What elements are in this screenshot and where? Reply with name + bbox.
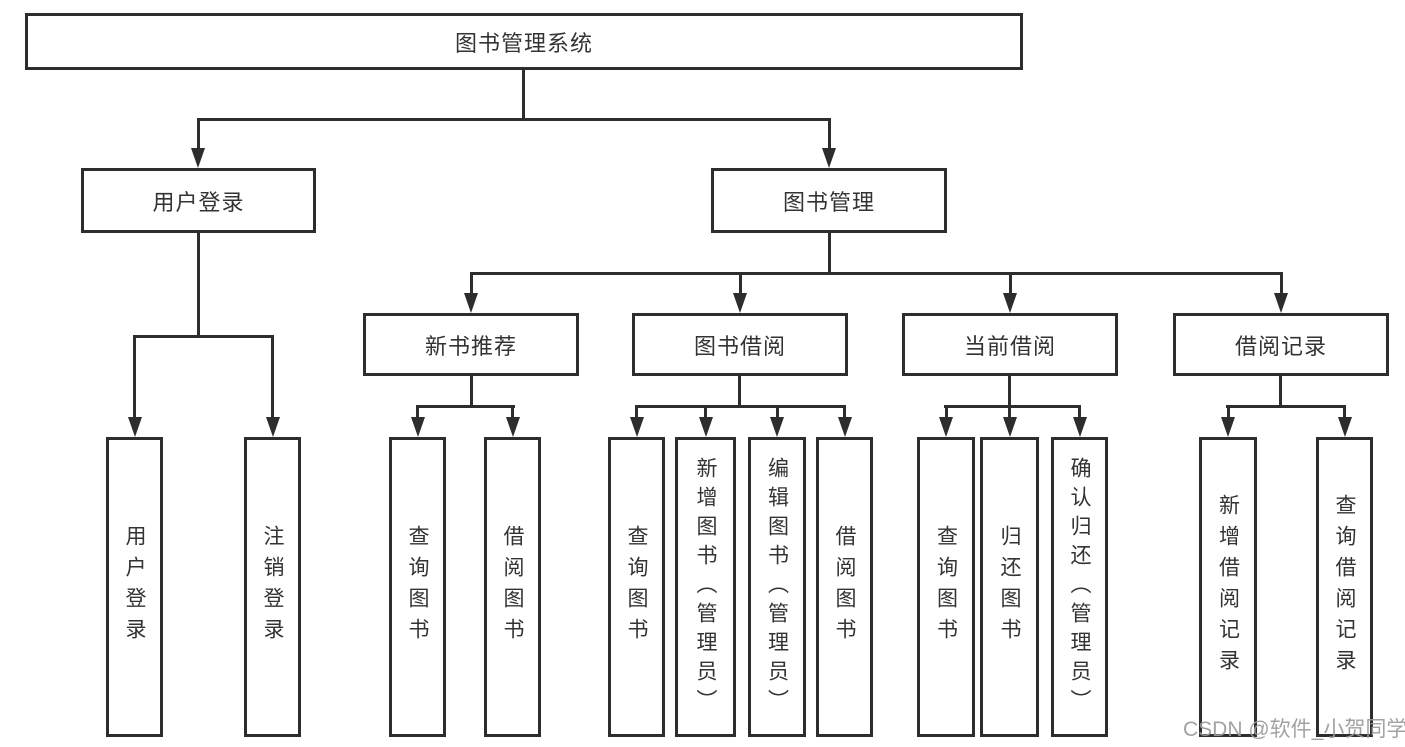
- arrowhead-cur-query: [939, 417, 953, 437]
- csdn-watermark: CSDN @软件_小贺同学: [1183, 718, 1405, 741]
- connector-mgmt-drop: [828, 232, 831, 274]
- arrowhead-leaf-logout: [266, 417, 280, 437]
- connector-stem-rec-query: [416, 405, 419, 419]
- connector-stem-bor-edit: [776, 405, 779, 419]
- connector-stem-borrow: [739, 272, 742, 296]
- connector-stem-current: [1009, 272, 1012, 296]
- connector-login-drop: [197, 232, 200, 337]
- connector-stem-bor-borrow: [843, 405, 846, 419]
- arrowhead-bor-add: [699, 417, 713, 437]
- leaf-current-confirm-return-admin: 确认归还（管理员）: [1051, 437, 1108, 737]
- arrowhead-rec-query: [411, 417, 425, 437]
- node-current-borrow: 当前借阅: [902, 313, 1118, 376]
- connector-level3-rail: [470, 272, 1283, 275]
- connector-stem-rec-borrow: [511, 405, 514, 419]
- connector-borrow-rail: [635, 405, 846, 408]
- arrowhead-cur-confirm: [1073, 417, 1087, 437]
- connector-root-drop: [522, 69, 525, 120]
- connector-stem-recd-add: [1227, 405, 1230, 419]
- connector-stem-records: [1280, 272, 1283, 296]
- connector-current-drop: [1008, 375, 1011, 407]
- node-borrow-records: 借阅记录: [1173, 313, 1389, 376]
- leaf-current-query-books: 查询图书: [917, 437, 975, 737]
- leaf-recommend-query-books: 查询图书: [389, 437, 446, 737]
- connector-stem-leaf-logout: [271, 335, 274, 419]
- arrowhead-cur-return: [1003, 417, 1017, 437]
- leaf-logout: 注销登录: [244, 437, 301, 737]
- connector-stem-user-login: [197, 118, 200, 152]
- connector-login-rail: [133, 335, 274, 338]
- connector-stem-cur-query: [945, 405, 948, 419]
- arrowhead-records: [1274, 293, 1288, 313]
- arrowhead-recd-query: [1338, 417, 1352, 437]
- connector-records-drop: [1279, 375, 1282, 407]
- connector-stem-bor-add: [704, 405, 707, 419]
- node-user-login: 用户登录: [81, 168, 316, 233]
- node-book-borrow: 图书借阅: [632, 313, 848, 376]
- leaf-borrow-borrow-books: 借阅图书: [816, 437, 873, 737]
- connector-stem-cur-confirm: [1078, 405, 1081, 419]
- arrowhead-recommend: [464, 293, 478, 313]
- arrowhead-bor-query: [630, 417, 644, 437]
- arrowhead-user-login: [191, 148, 205, 168]
- connector-current-rail: [944, 405, 1081, 408]
- leaf-user-login: 用户登录: [106, 437, 163, 737]
- arrowhead-book-mgmt: [822, 148, 836, 168]
- connector-stem-leaf-login: [133, 335, 136, 419]
- leaf-recommend-borrow-books: 借阅图书: [484, 437, 541, 737]
- node-root: 图书管理系统: [25, 13, 1023, 70]
- connector-borrow-drop: [738, 375, 741, 407]
- connector-stem-recd-query: [1343, 405, 1346, 419]
- leaf-records-add-record: 新增借阅记录: [1199, 437, 1257, 737]
- leaf-borrow-edit-books-admin: 编辑图书（管理员）: [748, 437, 806, 737]
- leaf-records-query-record: 查询借阅记录: [1316, 437, 1373, 737]
- connector-stem-cur-return: [1008, 405, 1011, 419]
- arrowhead-bor-edit: [770, 417, 784, 437]
- connector-stem-book-mgmt: [828, 118, 831, 152]
- leaf-borrow-add-books-admin: 新增图书（管理员）: [675, 437, 736, 737]
- arrowhead-rec-borrow: [506, 417, 520, 437]
- connector-level2-rail: [197, 118, 831, 121]
- arrowhead-borrow: [733, 293, 747, 313]
- node-book-mgmt: 图书管理: [711, 168, 947, 233]
- connector-stem-recommend: [470, 272, 473, 296]
- node-new-book-recommend: 新书推荐: [363, 313, 579, 376]
- leaf-current-return-books: 归还图书: [980, 437, 1039, 737]
- connector-recommend-drop: [470, 375, 473, 407]
- arrowhead-recd-add: [1221, 417, 1235, 437]
- arrowhead-bor-borrow: [838, 417, 852, 437]
- leaf-borrow-query-books: 查询图书: [608, 437, 665, 737]
- connector-stem-bor-query: [635, 405, 638, 419]
- arrowhead-current: [1003, 293, 1017, 313]
- arrowhead-leaf-login: [128, 417, 142, 437]
- connector-records-rail: [1226, 405, 1346, 408]
- connector-recommend-rail: [416, 405, 515, 408]
